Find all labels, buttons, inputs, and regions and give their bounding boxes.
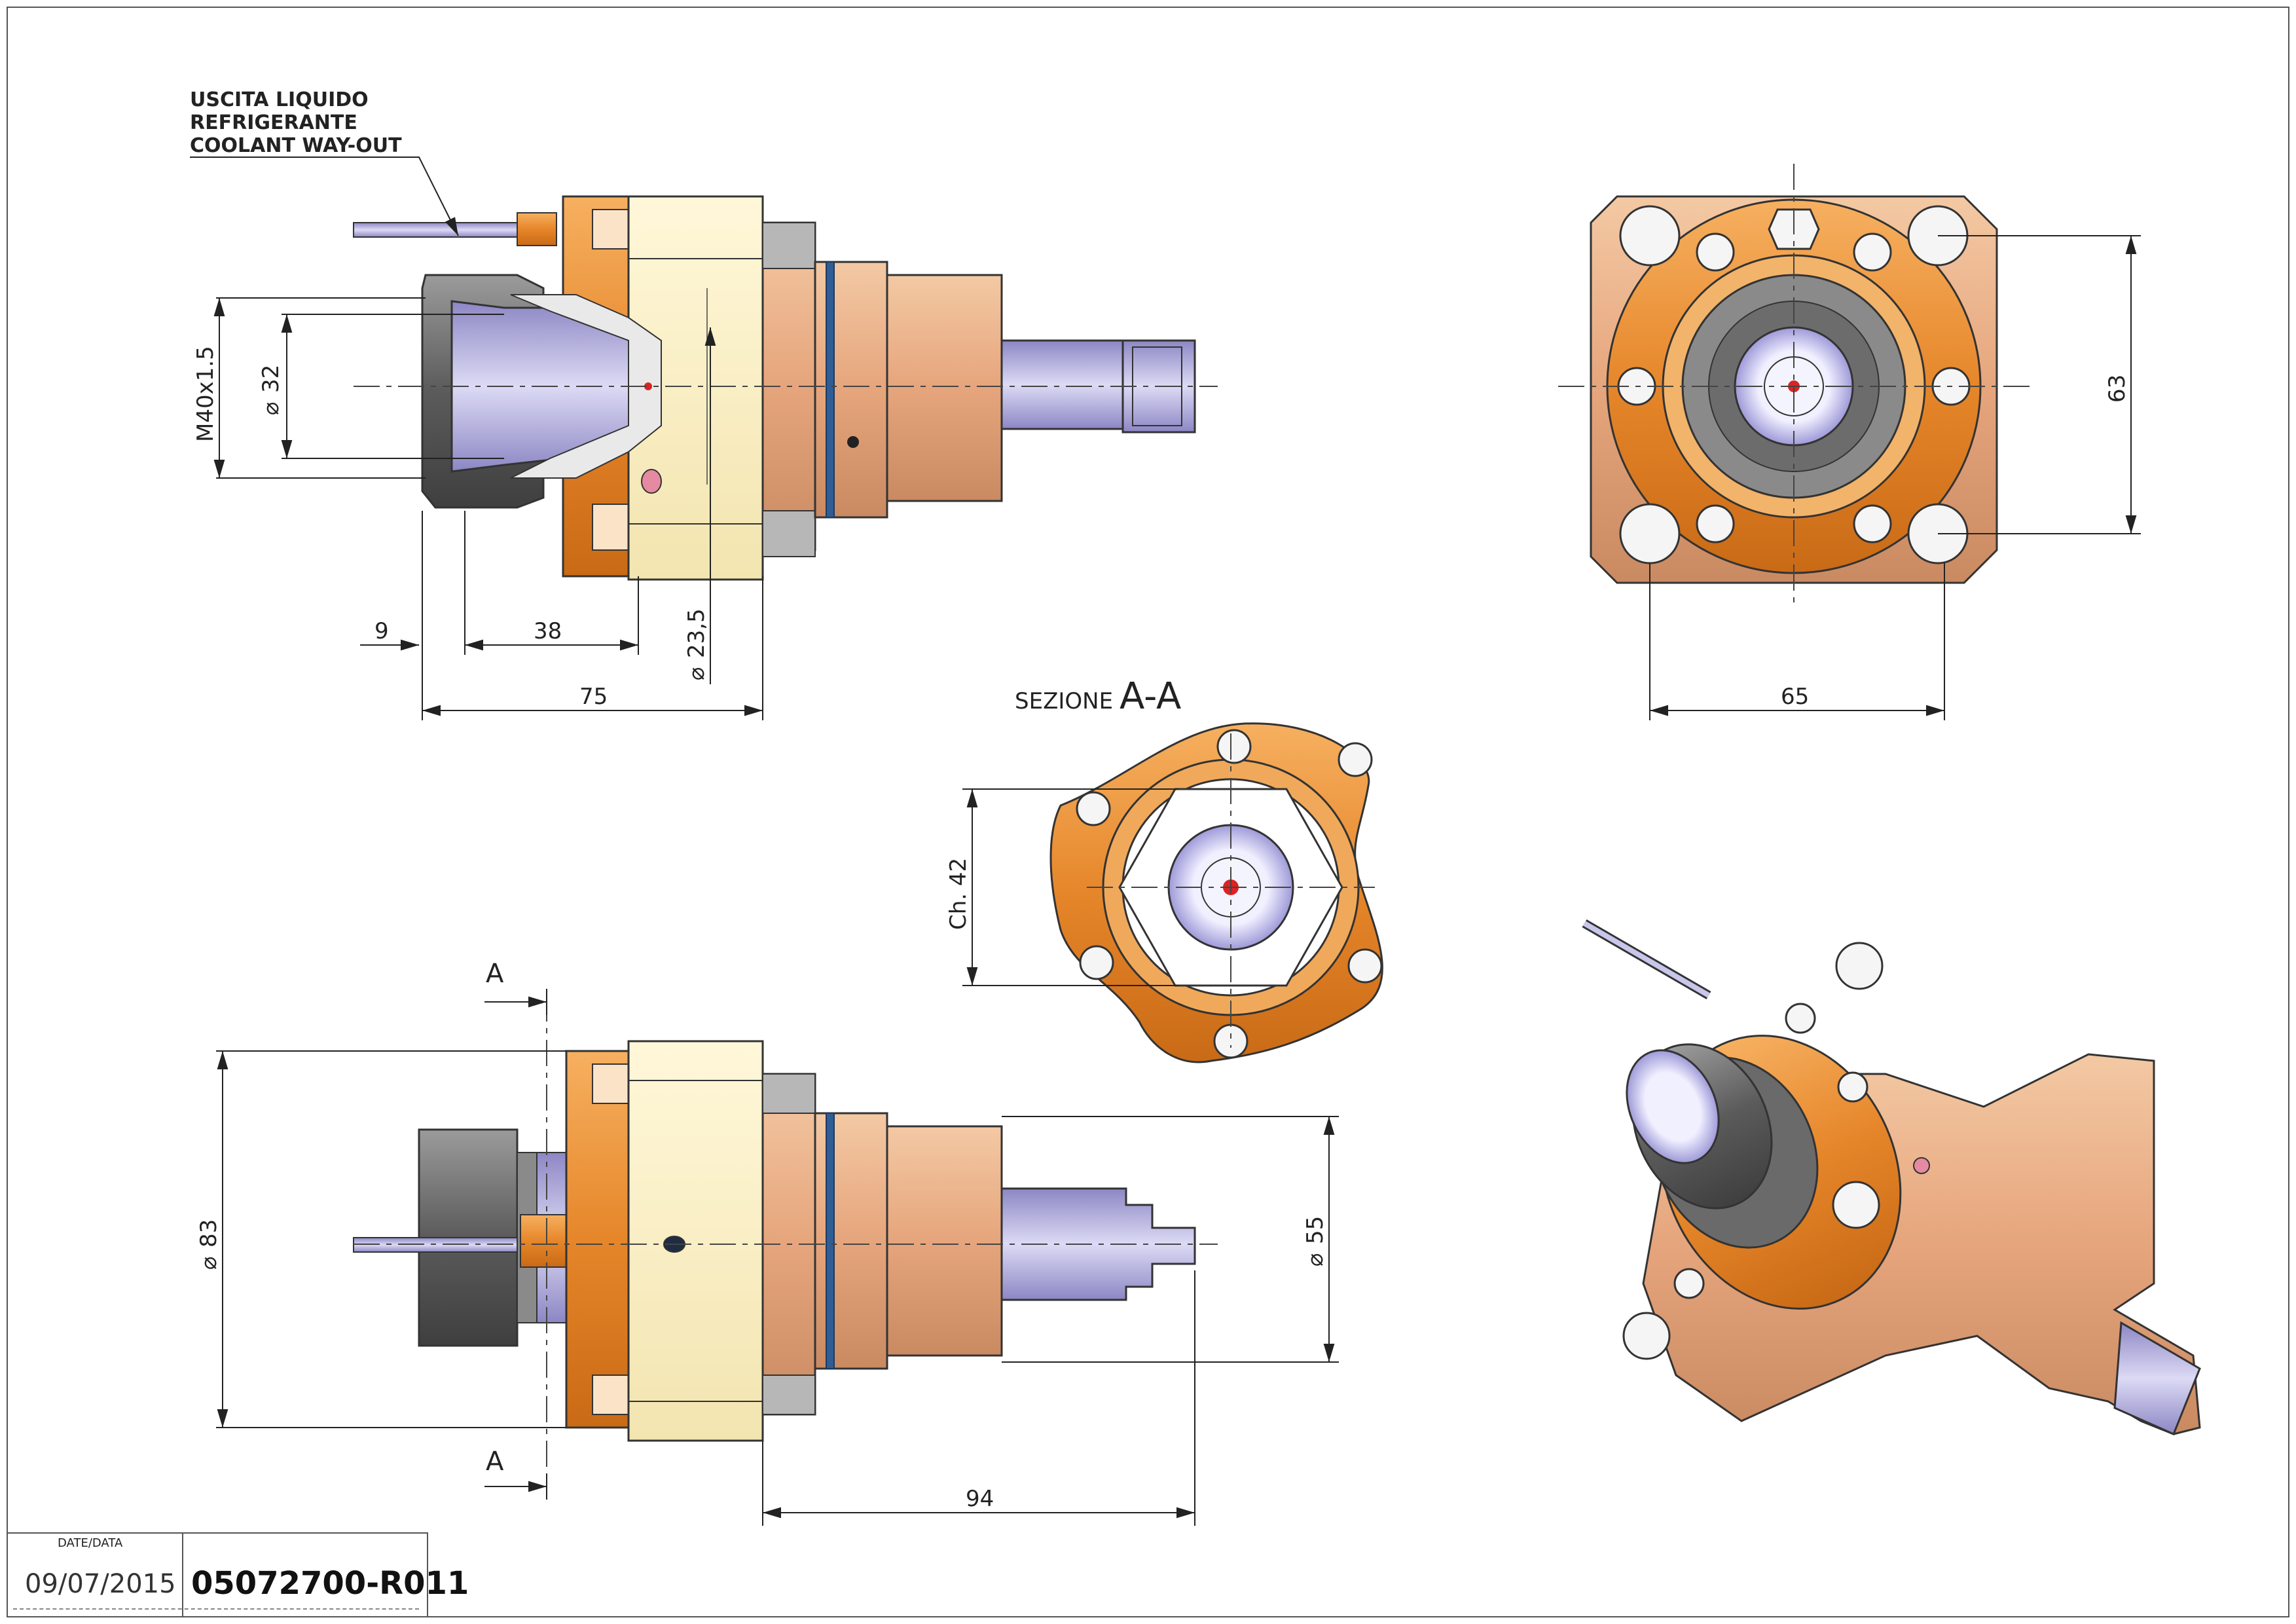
section-prefix: SEZIONE bbox=[1015, 688, 1113, 714]
dims-view1 bbox=[213, 297, 763, 720]
title-block-date-cell bbox=[7, 1532, 183, 1617]
date-value: 09/07/2015 bbox=[25, 1569, 176, 1599]
coolant-note: USCITA LIQUIDO REFRIGERANTE COOLANT WAY-… bbox=[190, 88, 402, 157]
title-block-dashed-rule bbox=[13, 1608, 419, 1610]
dim-63: 63 bbox=[2104, 375, 2130, 403]
dim-ch42: Ch. 42 bbox=[945, 858, 972, 930]
dim-d32-value: 32 bbox=[258, 365, 284, 393]
diameter-symbol: ⌀ bbox=[196, 1257, 222, 1270]
dim-9: 9 bbox=[374, 618, 389, 644]
side-view-bottom bbox=[353, 995, 1218, 1500]
section-marker-bottom: A bbox=[486, 1447, 504, 1477]
diameter-symbol: ⌀ bbox=[1302, 1253, 1328, 1267]
dim-d32: ⌀ 32 bbox=[258, 365, 284, 416]
section-title: SEZIONE A-A bbox=[1015, 675, 1181, 718]
dim-38: 38 bbox=[534, 618, 562, 644]
dims-view2 bbox=[1649, 235, 2141, 720]
diameter-symbol: ⌀ bbox=[258, 402, 284, 416]
front-view bbox=[1558, 164, 2030, 609]
dim-d83: ⌀ 83 bbox=[196, 1219, 222, 1270]
section-marker-top: A bbox=[486, 959, 504, 989]
dims-view4 bbox=[216, 989, 1339, 1526]
dim-thread: M40x1.5 bbox=[192, 346, 219, 442]
dim-d55-value: 55 bbox=[1302, 1216, 1328, 1244]
dim-d23-5: ⌀ 23,5 bbox=[683, 608, 710, 681]
coolant-leader bbox=[190, 157, 459, 236]
coolant-note-line3: COOLANT WAY-OUT bbox=[190, 134, 402, 157]
sheet-border bbox=[7, 7, 2289, 1617]
title-block-code-cell bbox=[182, 1532, 428, 1617]
dim-d55: ⌀ 55 bbox=[1302, 1216, 1328, 1267]
section-view bbox=[1049, 722, 1383, 1063]
dim-65: 65 bbox=[1781, 684, 1809, 710]
dims-section bbox=[962, 788, 1178, 986]
coolant-note-line2: REFRIGERANTE bbox=[190, 111, 357, 134]
section-name: A-A bbox=[1120, 675, 1181, 718]
diameter-symbol: ⌀ bbox=[683, 667, 710, 681]
date-label: DATE/DATA bbox=[58, 1536, 123, 1550]
isometric-view bbox=[1582, 919, 2201, 1436]
coolant-note-line1: USCITA LIQUIDO bbox=[190, 88, 369, 111]
drawing-code: 05072700-R011 bbox=[191, 1565, 469, 1602]
dim-94: 94 bbox=[966, 1486, 994, 1512]
dim-d83-value: 83 bbox=[196, 1219, 222, 1247]
side-view-top bbox=[353, 195, 1218, 581]
dim-75: 75 bbox=[579, 684, 608, 710]
dim-d23-5-value: 23,5 bbox=[683, 608, 710, 658]
